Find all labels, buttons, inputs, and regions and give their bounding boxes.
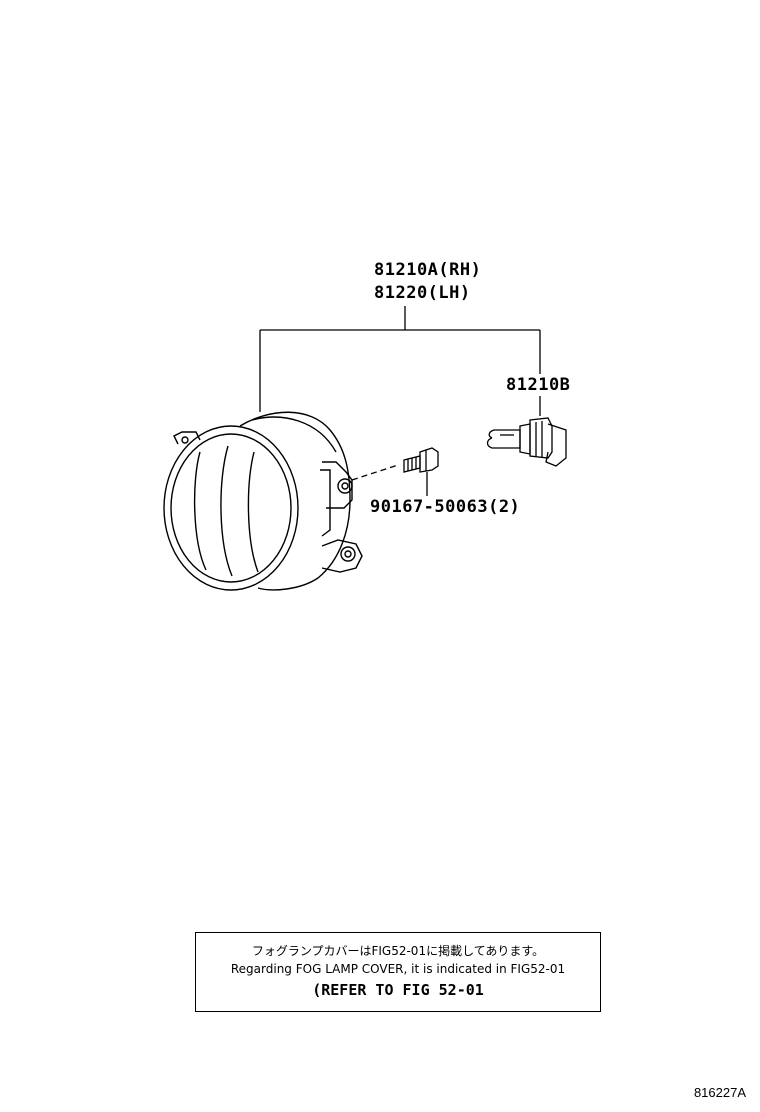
lamp-lens-rib-1: [193, 451, 207, 571]
assembly-rh-part-number: 81210A(RH): [374, 260, 482, 280]
screw-head: [419, 447, 439, 473]
lamp-rib: [320, 469, 331, 537]
bulb-part-number: 81210B: [506, 375, 571, 395]
lamp-lens-rib-2: [220, 445, 233, 577]
screw-part: [403, 447, 439, 473]
reference-note-box: フォグランプカバーはFIG52-01に掲載してあります。 Regarding F…: [195, 932, 601, 1012]
lamp-boss-hole-inner: [341, 482, 349, 490]
lamp-lens-inner-ring: [170, 433, 292, 583]
lamp-mount-tab-bottom: [321, 539, 363, 573]
lamp-mount-hole-bottom-inner: [344, 550, 352, 558]
illustration-code: 816227A: [693, 1085, 746, 1100]
lamp-lens-rib-3: [247, 451, 259, 573]
bulb-base: [529, 417, 553, 459]
screw-part-number: 90167-50063(2): [370, 497, 521, 517]
bulb-collar: [519, 423, 531, 455]
lamp-housing-body: [239, 411, 351, 591]
note-reference-text: (REFER TO FIG 52-01: [312, 981, 484, 999]
bulb-part: [486, 417, 567, 467]
note-english-text: Regarding FOG LAMP COVER, it is indicate…: [230, 962, 566, 976]
lamp-mount-hole-top: [181, 436, 189, 444]
note-japanese-text: フォグランプカバーはFIG52-01に掲載してあります。: [251, 944, 545, 958]
lamp-boss-hole-outer: [337, 478, 353, 494]
lamp-mount-tab-top: [173, 431, 201, 445]
screw-axis-dashed: [351, 464, 399, 481]
lamp-side-boss: [322, 461, 353, 509]
lamp-lens-outer-ring: [163, 425, 299, 591]
leader-lines: [259, 306, 541, 496]
bulb-connector: [545, 423, 567, 467]
lamp-housing-rim-top: [251, 416, 337, 453]
bulb-glass: [486, 429, 521, 449]
fog-lamp-assembly: [163, 411, 363, 591]
assembly-lh-part-number: 81220(LH): [374, 283, 471, 303]
lamp-mount-hole-bottom-outer: [340, 546, 356, 562]
